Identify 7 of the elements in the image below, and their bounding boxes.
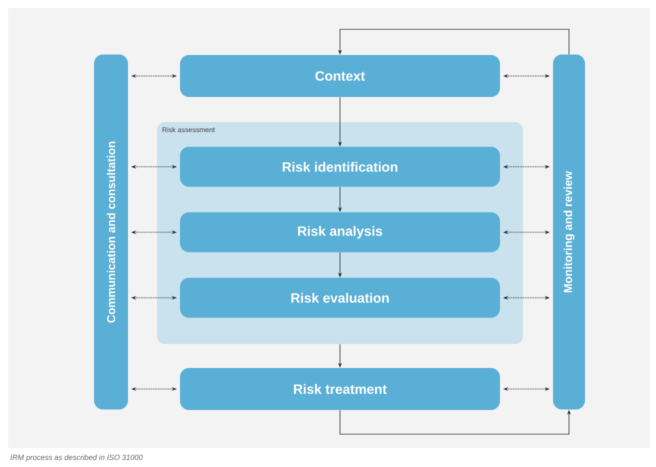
process-box: Context	[180, 55, 500, 97]
side-bar: Communication and consultation	[94, 54, 128, 410]
process-box: Risk evaluation	[180, 278, 500, 318]
process-box: Risk treatment	[180, 368, 500, 410]
process-box: Risk identification	[180, 146, 500, 187]
side-bar: Monitoring and review	[553, 54, 585, 410]
process-box: Risk analysis	[180, 212, 500, 252]
